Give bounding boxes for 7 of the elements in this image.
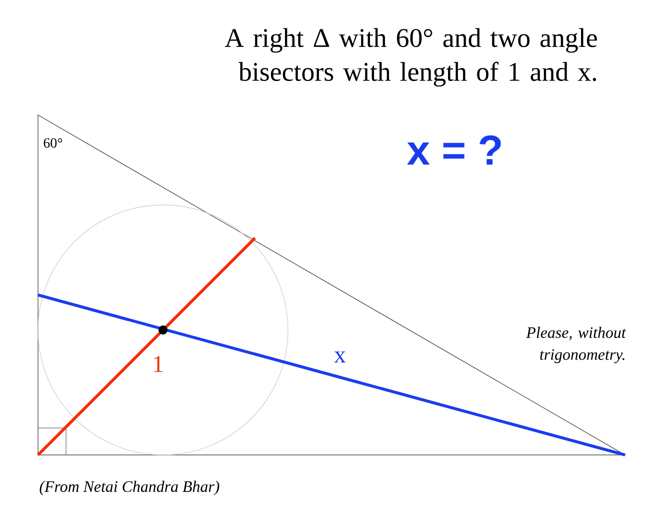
source-credit: (From Netai Chandra Bhar) xyxy=(40,480,220,496)
angle-label: 60° xyxy=(44,138,62,148)
title: A right Δ with 60° and two angle bisectors with length of 1 and x. xyxy=(224,28,597,87)
question: x = ? xyxy=(407,135,501,165)
segment-label: x xyxy=(334,352,346,362)
segment-label: 1 xyxy=(154,356,163,372)
note: Please, without trigonometry. xyxy=(526,326,626,364)
